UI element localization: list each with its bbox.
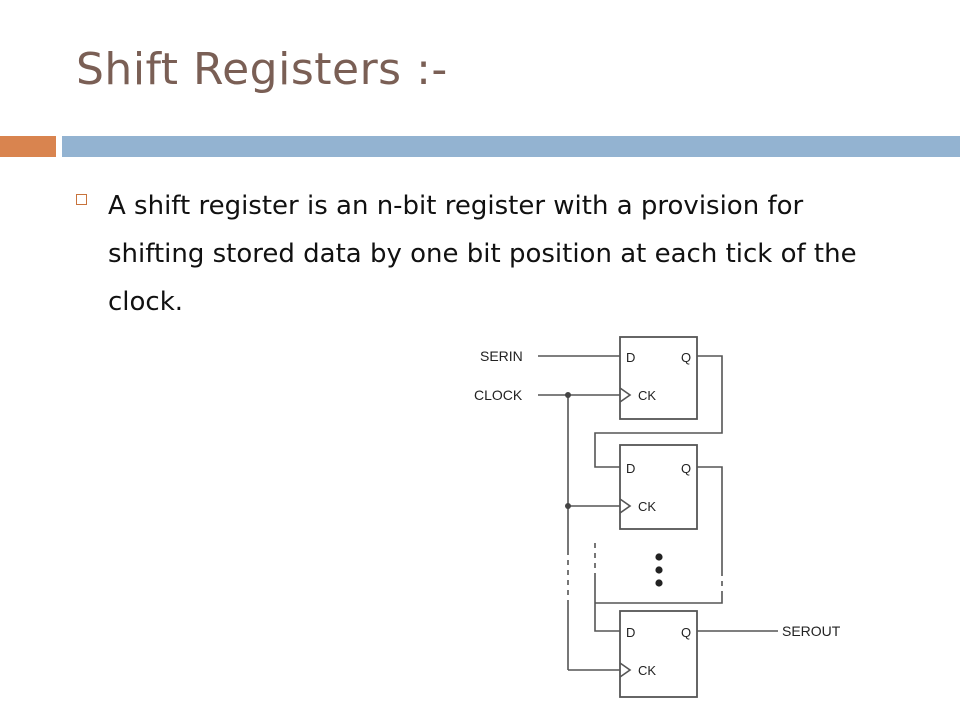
ff3-d-label: D [626,625,635,640]
ff2-q-label: Q [681,461,691,476]
clock-label: CLOCK [474,387,523,403]
ff3-ck-label: CK [638,663,656,678]
ellipsis-dots [655,553,663,587]
flip-flop-3: D Q CK [619,610,698,698]
shift-register-diagram: D Q CK D Q CK D Q CK SERIN CLOCK SEROUT [474,336,841,698]
flip-flop-2: D Q CK [619,444,698,530]
ff1-q-label: Q [681,350,691,365]
ff2-ck-label: CK [638,499,656,514]
junction-dot [565,392,571,398]
ff3-q-label: Q [681,625,691,640]
bullet-item: A shift register is an n-bit register wi… [76,182,896,326]
accent-bar-blue [62,136,960,157]
ff1-ck-label: CK [638,388,656,403]
accent-bar-orange [0,136,56,157]
serin-label: SERIN [480,348,523,364]
junction-dot [565,503,571,509]
ff1-d-label: D [626,350,635,365]
bullet-text: A shift register is an n-bit register wi… [108,191,857,317]
wires [538,355,778,671]
ff2-d-label: D [626,461,635,476]
square-bullet-icon [76,194,87,205]
flip-flop-1: D Q CK [619,336,698,420]
page-title: Shift Registers :- [76,44,448,95]
serout-label: SEROUT [782,623,841,639]
